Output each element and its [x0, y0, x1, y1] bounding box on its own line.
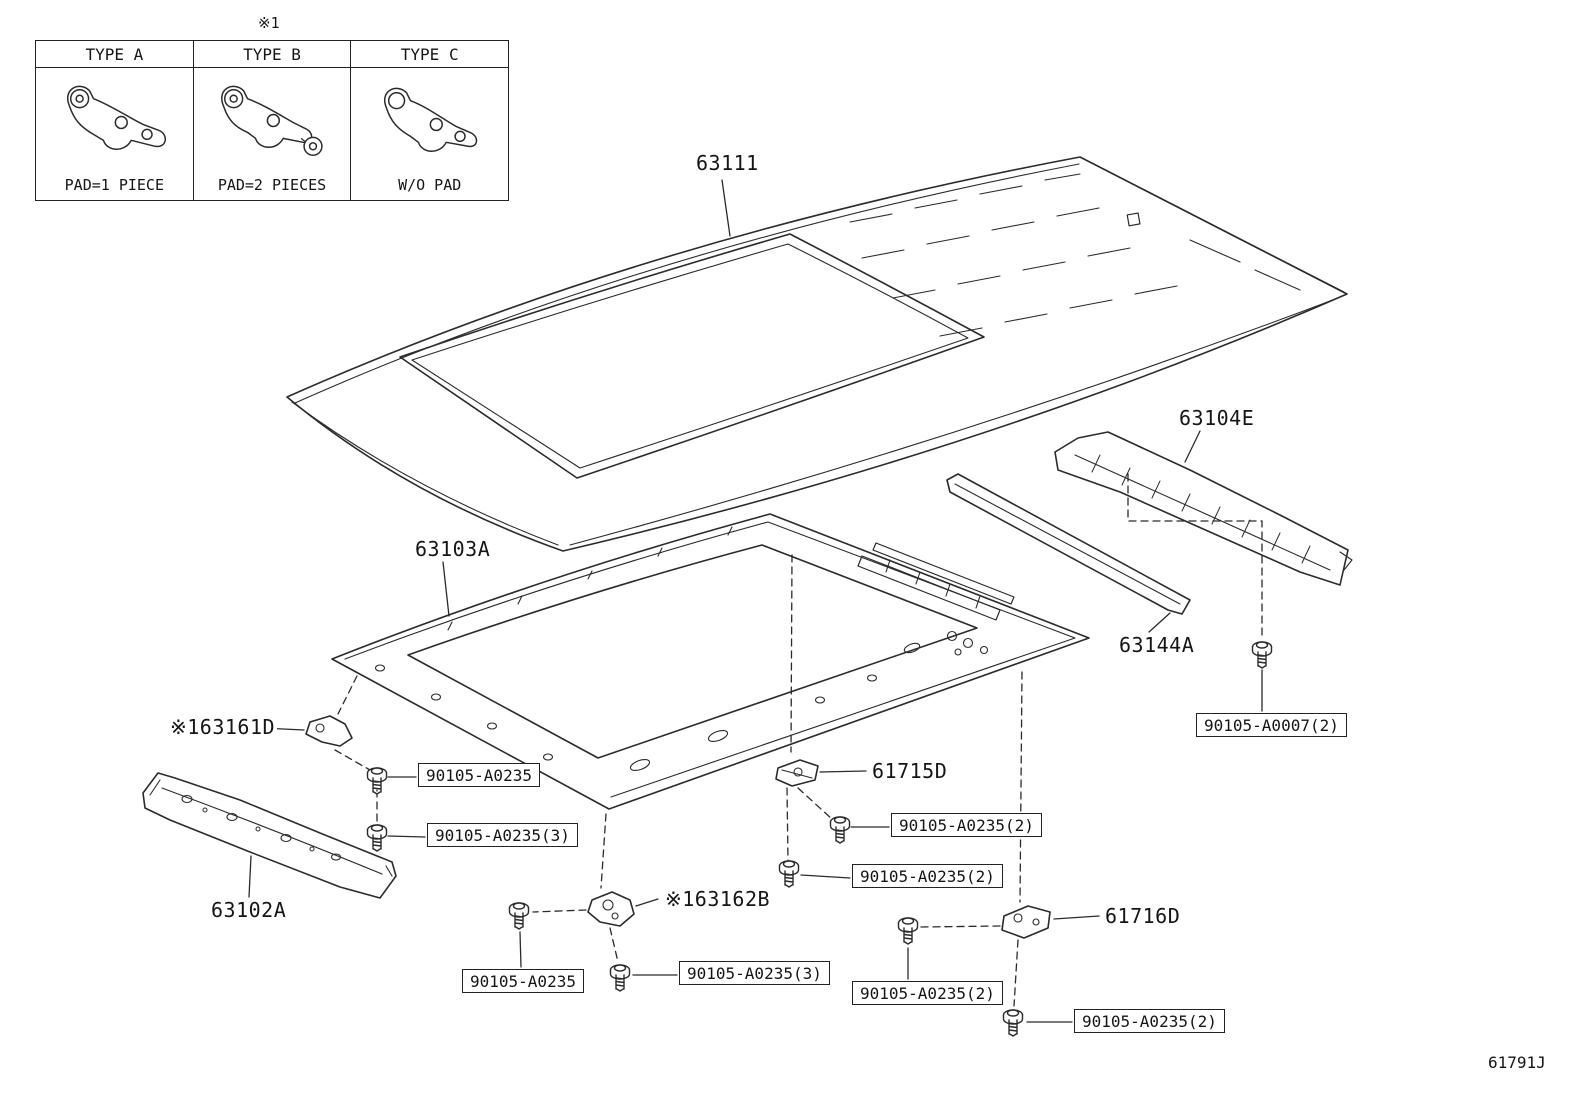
part-label-63104e[interactable]: 63104E	[1177, 406, 1257, 430]
legend-header-type-c: TYPE C	[351, 41, 509, 68]
bracket-61715d-art	[775, 759, 819, 787]
part-label-63144a[interactable]: 63144A	[1117, 633, 1197, 657]
legend-header-type-b: TYPE B	[193, 41, 351, 68]
fastener-label-90105-a0235-2[interactable]: 90105-A0235(2)	[1074, 1009, 1225, 1034]
bolt-icon	[366, 824, 388, 852]
diagram-id: 61791J	[1488, 1053, 1546, 1072]
part-label-63102a[interactable]: 63102A	[209, 898, 289, 922]
bolt-icon	[829, 816, 851, 844]
legend-pad-type-c: W/O PAD	[398, 176, 462, 194]
legend-column-type-b: TYPE B PAD=2 PIECES	[193, 41, 352, 200]
legend-column-type-a: TYPE A PAD=1 PIECE	[36, 41, 194, 200]
bolt-icon	[1251, 641, 1273, 669]
bolt-icon	[508, 902, 530, 930]
bracket-63161d-art	[305, 715, 353, 747]
legend-pad-type-b: PAD=2 PIECES	[217, 176, 327, 194]
part-label-63111[interactable]: 63111	[694, 151, 761, 175]
bolt-icon	[1002, 1009, 1024, 1037]
roof-panel-art	[286, 156, 1348, 552]
fastener-label-90105-a0235[interactable]: 90105-A0235	[418, 763, 540, 788]
fastener-label-90105-a0235-2[interactable]: 90105-A0235(2)	[852, 864, 1003, 889]
pad-type-legend-table: TYPE A PAD=1 PIECE TYPE B PAD=2 PIECES T…	[35, 40, 509, 201]
legend-header-type-a: TYPE A	[36, 41, 193, 68]
legend-column-type-c: TYPE C W/O PAD	[351, 41, 509, 200]
leader-lines	[248, 179, 1263, 1023]
part-label-61715d[interactable]: 61715D	[870, 759, 950, 783]
fastener-label-90105-a0007-2[interactable]: 90105-A0007(2)	[1196, 713, 1347, 738]
legend-pad-type-a: PAD=1 PIECE	[64, 176, 164, 194]
fastener-label-90105-a0235-3[interactable]: 90105-A0235(3)	[679, 961, 830, 986]
part-label-61716d[interactable]: 61716D	[1103, 904, 1183, 928]
bolt-icon	[609, 964, 631, 992]
fastener-label-90105-a0235[interactable]: 90105-A0235	[462, 969, 584, 994]
bracket-type-b-illustration	[220, 85, 323, 156]
bolt-icon	[897, 917, 919, 945]
fastener-label-90105-a0235-2[interactable]: 90105-A0235(2)	[852, 981, 1003, 1006]
bracket-61716d-art	[1001, 905, 1051, 939]
bracket-63162b-art	[587, 891, 635, 927]
part-label-63162b[interactable]: ※163162B	[663, 887, 773, 911]
front-roof-header-art	[142, 772, 397, 899]
rear-roof-header-art	[1054, 431, 1353, 586]
bracket-type-a-illustration	[67, 85, 166, 150]
roof-bar-art	[946, 473, 1191, 615]
roof-inner-frame-art	[331, 513, 1090, 810]
fastener-label-90105-a0235-3[interactable]: 90105-A0235(3)	[427, 823, 578, 848]
part-label-63161d[interactable]: ※163161D	[168, 715, 278, 739]
fastener-label-90105-a0235-2[interactable]: 90105-A0235(2)	[891, 813, 1042, 838]
part-label-63103a[interactable]: 63103A	[413, 537, 493, 561]
bolt-icon	[778, 860, 800, 888]
bracket-type-c-illustration	[384, 87, 478, 152]
note-reference: ※1	[256, 14, 282, 32]
dashed-assembly-lines	[334, 473, 1263, 1007]
